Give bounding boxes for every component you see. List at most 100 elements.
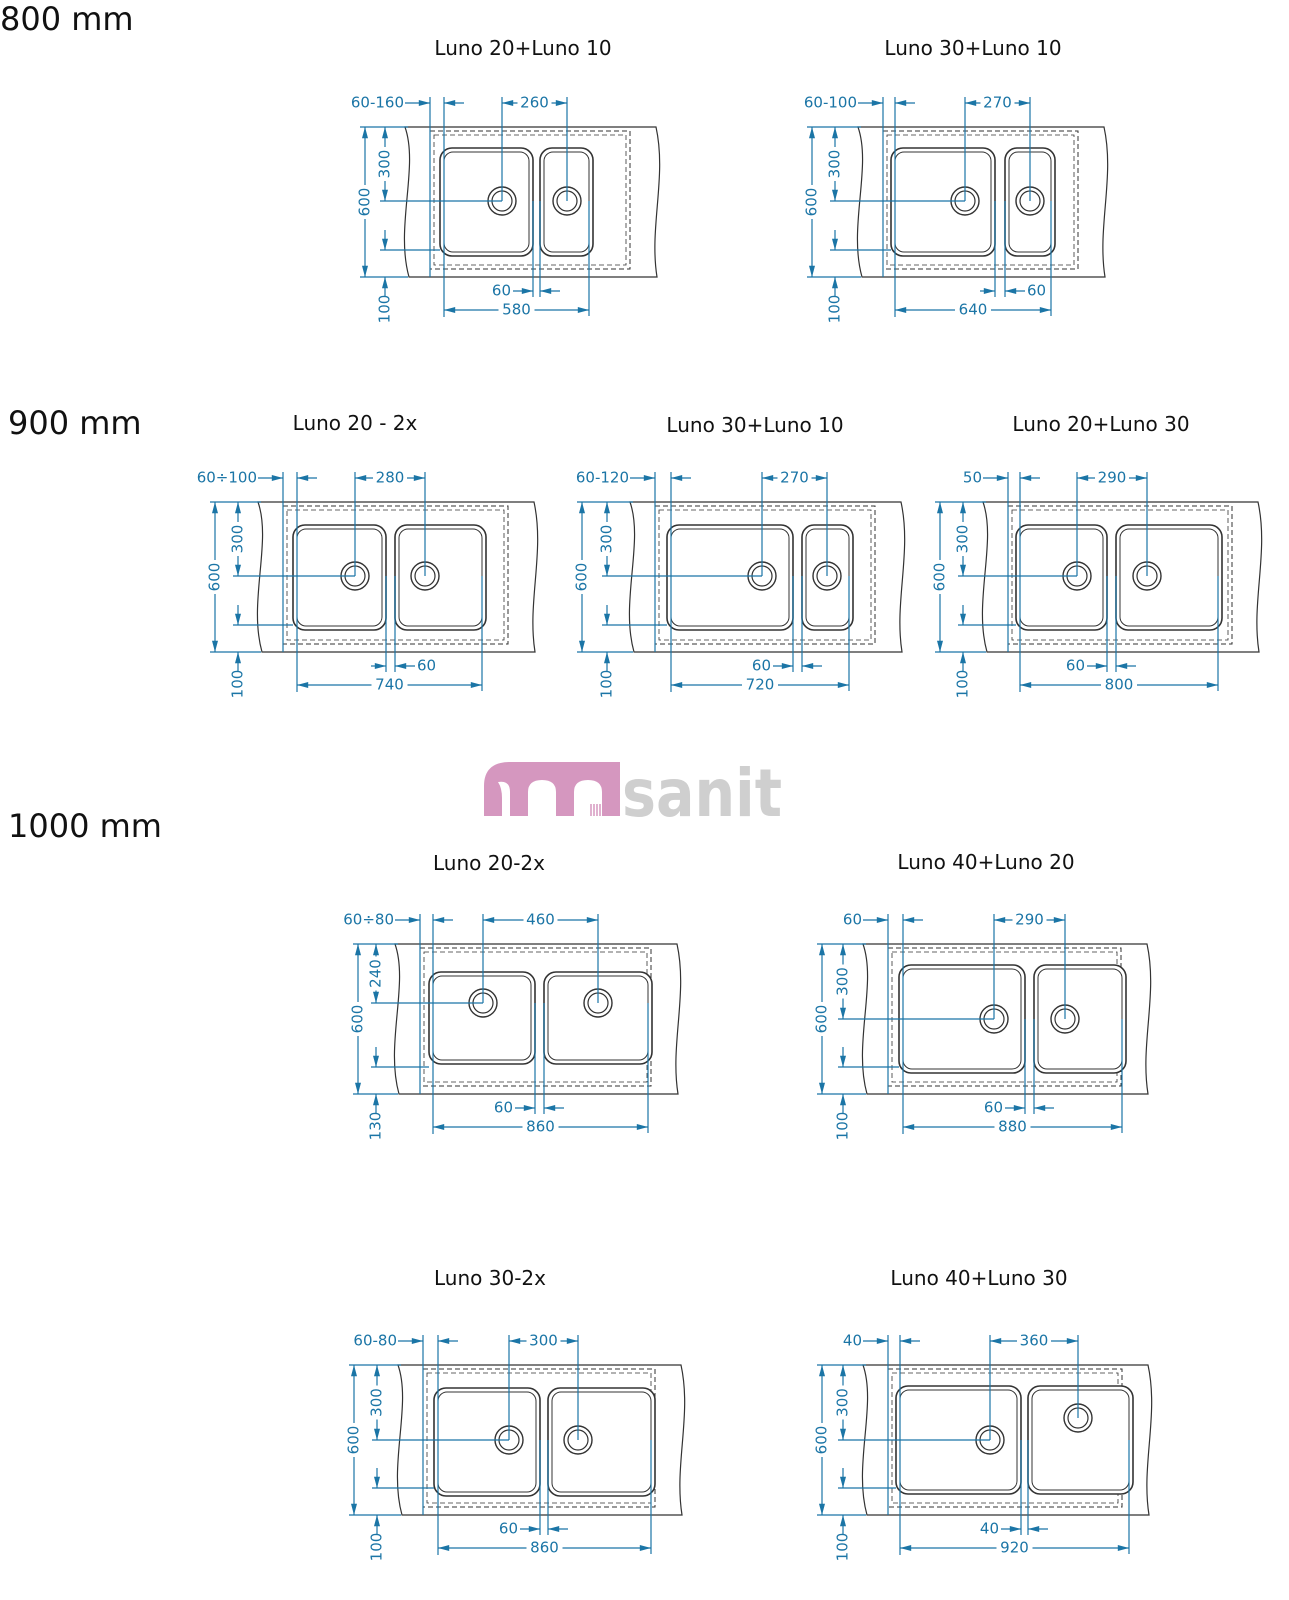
arrowhead-icon: [433, 917, 445, 923]
arrowhead-icon: [544, 1105, 556, 1111]
arrowhead-icon: [521, 288, 533, 294]
arrowhead-icon: [470, 682, 482, 688]
arrowhead-icon: [960, 613, 966, 625]
drain-depth-label: 300: [229, 525, 247, 554]
countertop-outline: [856, 126, 1109, 278]
sink-bowl: [1015, 524, 1108, 631]
arrowhead-icon: [809, 127, 815, 139]
diagram-title: Luno 20-2x: [433, 851, 545, 875]
arrowhead-icon: [895, 307, 907, 313]
arrowhead-icon: [373, 944, 379, 956]
arrowhead-icon: [643, 475, 655, 481]
arrowhead-icon: [548, 1526, 560, 1532]
drain-depth-label: 300: [954, 525, 972, 554]
drain-depth-label: 300: [368, 1388, 386, 1417]
label-bg: [1101, 676, 1137, 694]
label-bg: [498, 301, 535, 319]
arrowhead-icon: [965, 100, 977, 106]
gap-label: 60: [494, 1099, 513, 1117]
label-bg: [826, 147, 844, 181]
arrowhead-icon: [1018, 100, 1030, 106]
arrowhead-icon: [996, 475, 1008, 481]
arrowhead-icon: [1009, 1526, 1021, 1532]
countertop-outline: [861, 943, 1152, 1095]
arrowhead-icon: [671, 682, 683, 688]
arrowhead-icon: [523, 1105, 535, 1111]
arrowhead-icon: [903, 917, 915, 923]
label-bg: [777, 469, 812, 487]
label-bg: [980, 94, 1015, 112]
label-bg: [356, 185, 374, 219]
arrowhead-icon: [639, 1545, 651, 1551]
label-bg: [229, 522, 247, 556]
arrowhead-icon: [1028, 1526, 1040, 1532]
spacing-label: 260: [520, 94, 549, 112]
arrowhead-icon: [382, 127, 388, 139]
label-bg: [1017, 1332, 1051, 1350]
spacing-label: 270: [780, 469, 809, 487]
arrowhead-icon: [819, 1503, 825, 1515]
arrowhead-icon: [577, 307, 589, 313]
cutout-outline: [1007, 505, 1233, 645]
arrowhead-icon: [937, 502, 943, 514]
cutout-inner-outline: [286, 509, 505, 641]
label-bg: [834, 964, 852, 999]
label-bg: [373, 469, 407, 487]
sink-bowl: [1027, 1385, 1134, 1495]
arrowhead-icon: [297, 682, 309, 688]
depth-label: 600: [931, 563, 949, 592]
offset-label: 60÷80: [343, 911, 394, 929]
countertop-outline: [396, 1364, 686, 1516]
arrowhead-icon: [876, 917, 888, 923]
arrowhead-icon: [819, 1365, 825, 1377]
spacing-label: 460: [526, 911, 555, 929]
arrowhead-icon: [636, 1124, 648, 1130]
arrowhead-icon: [840, 1428, 846, 1440]
total-width-label: 860: [526, 1118, 555, 1136]
arrowhead-icon: [483, 917, 495, 923]
gap-label: 60: [499, 1520, 518, 1538]
label-bg: [526, 1539, 563, 1557]
label-bg: [813, 1002, 831, 1036]
front-label: 100: [598, 670, 616, 699]
arrowhead-icon: [413, 475, 425, 481]
arrowhead-icon: [840, 944, 846, 956]
arrowhead-icon: [809, 265, 815, 277]
arrowhead-icon: [382, 277, 388, 289]
front-label: 100: [954, 670, 972, 699]
arrowhead-icon: [373, 1055, 379, 1067]
label-bg: [803, 185, 821, 219]
gap-label: 60: [984, 1099, 1003, 1117]
arrowhead-icon: [433, 1124, 445, 1130]
front-label: 100: [826, 295, 844, 324]
total-width-label: 880: [998, 1118, 1027, 1136]
drain-depth-label: 240: [367, 959, 385, 988]
arrowhead-icon: [990, 1338, 1002, 1344]
arrowhead-icon: [1066, 1338, 1078, 1344]
arrowhead-icon: [604, 652, 610, 664]
sink-bowl: [428, 971, 536, 1065]
countertop-outline: [981, 501, 1263, 653]
arrowhead-icon: [832, 189, 838, 201]
arrowhead-icon: [903, 1124, 915, 1130]
diagram-title: Luno 40+Luno 20: [897, 850, 1075, 874]
countertop-outline: [628, 501, 906, 653]
diagram-title: Luno 20 - 2x: [292, 411, 418, 435]
arrowhead-icon: [871, 100, 883, 106]
arrowhead-icon: [351, 1365, 357, 1377]
arrowhead-icon: [212, 640, 218, 652]
arrowhead-icon: [540, 288, 552, 294]
countertop-outline: [256, 501, 539, 653]
depth-label: 600: [345, 1426, 363, 1455]
gap-label: 60: [752, 657, 771, 675]
cutout-outline: [429, 130, 631, 270]
label-bg: [573, 560, 591, 594]
spacing-label: 290: [1098, 469, 1127, 487]
arrowhead-icon: [579, 640, 585, 652]
